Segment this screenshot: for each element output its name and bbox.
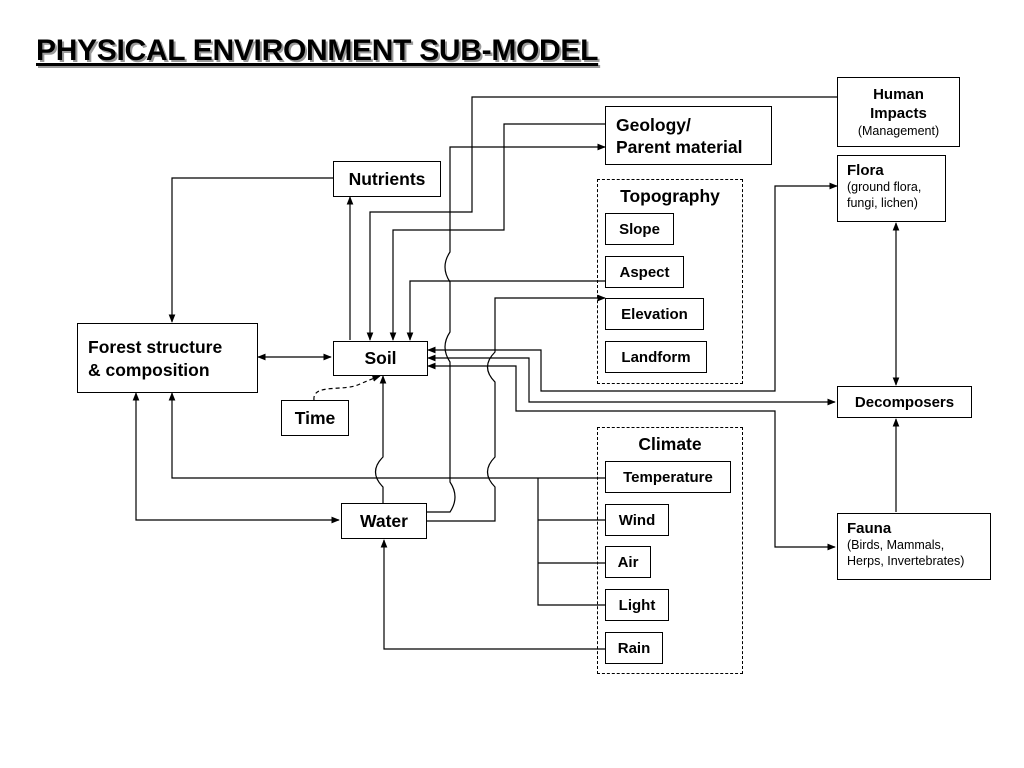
- decomposers-label: Decomposers: [854, 393, 955, 411]
- aspect-to-soil-line: [406, 280, 605, 341]
- soil-box: Soil: [333, 341, 428, 376]
- temperature-label: Temperature: [623, 468, 713, 486]
- light-box: Light: [605, 589, 669, 621]
- air-label: Air: [617, 553, 639, 571]
- aspect-label: Aspect: [619, 263, 670, 281]
- rain-box: Rain: [605, 632, 663, 664]
- soil-label: Soil: [364, 348, 397, 368]
- geology-label: Geology/: [616, 115, 691, 135]
- slope-label: Slope: [619, 220, 660, 238]
- forest-water-line: [132, 392, 340, 524]
- fauna-sub: (Birds, Mammals,: [847, 538, 945, 552]
- decomposers-box: Decomposers: [837, 386, 972, 418]
- soil-to-fauna-line: [427, 362, 836, 551]
- human-impacts-label: Human: [873, 86, 924, 103]
- human-impacts-box: Human Impacts (Management): [837, 77, 960, 147]
- diagram-title: PHYSICAL ENVIRONMENT SUB-MODEL: [36, 34, 599, 67]
- climate-label: Climate: [638, 434, 702, 454]
- aspect-box: Aspect: [605, 256, 684, 288]
- fauna-box: Fauna (Birds, Mammals, Herps, Invertebra…: [837, 513, 991, 580]
- flora-sub: (ground flora,: [847, 180, 922, 194]
- time-label: Time: [294, 407, 336, 428]
- forest-structure-label: Forest structure: [88, 337, 223, 357]
- flora-sub-2: fungi, lichen): [847, 196, 918, 210]
- climate-branch-line: [537, 478, 605, 606]
- rain-label: Rain: [617, 639, 651, 657]
- rain-to-water-line: [380, 539, 605, 650]
- wind-box: Wind: [605, 504, 669, 536]
- flora-box: Flora (ground flora, fungi, lichen): [837, 155, 946, 222]
- light-label: Light: [618, 596, 656, 614]
- water-to-geology-line: [427, 143, 606, 513]
- elevation-label: Elevation: [621, 305, 688, 323]
- fauna-sub-2: Herps, Invertebrates): [847, 554, 965, 568]
- human-impacts-sub: (Management): [857, 124, 940, 138]
- topography-label: Topography: [620, 186, 720, 206]
- time-box: Time: [281, 400, 349, 436]
- water-to-soil-line: [374, 375, 387, 503]
- wind-label: Wind: [618, 511, 656, 529]
- forest-structure-label-2: & composition: [88, 360, 210, 380]
- temperature-to-forest-line: [168, 392, 605, 479]
- nutrients-to-forest-line: [168, 177, 333, 323]
- water-box: Water: [341, 503, 427, 539]
- nutrients-label: Nutrients: [348, 168, 426, 189]
- human-impacts-label-2: Impacts: [870, 105, 927, 122]
- geology-to-soil-line: [389, 123, 605, 341]
- temperature-box: Temperature: [605, 461, 731, 493]
- landform-box: Landform: [605, 341, 707, 373]
- air-box: Air: [605, 546, 651, 578]
- time-to-soil-line: [313, 375, 381, 401]
- water-label: Water: [360, 510, 408, 531]
- topography-group: [597, 179, 743, 384]
- elevation-box: Elevation: [605, 298, 704, 330]
- landform-label: Landform: [621, 348, 691, 366]
- flora-label: Flora: [847, 162, 884, 179]
- fauna-label: Fauna: [847, 520, 892, 537]
- climate-group: [597, 427, 743, 674]
- forest-structure-box: Forest structure & composition: [77, 323, 258, 393]
- geology-label-2: Parent material: [616, 137, 743, 157]
- nutrients-box: Nutrients: [333, 161, 441, 197]
- slope-box: Slope: [605, 213, 674, 245]
- geology-box: Geology/ Parent material: [605, 106, 772, 165]
